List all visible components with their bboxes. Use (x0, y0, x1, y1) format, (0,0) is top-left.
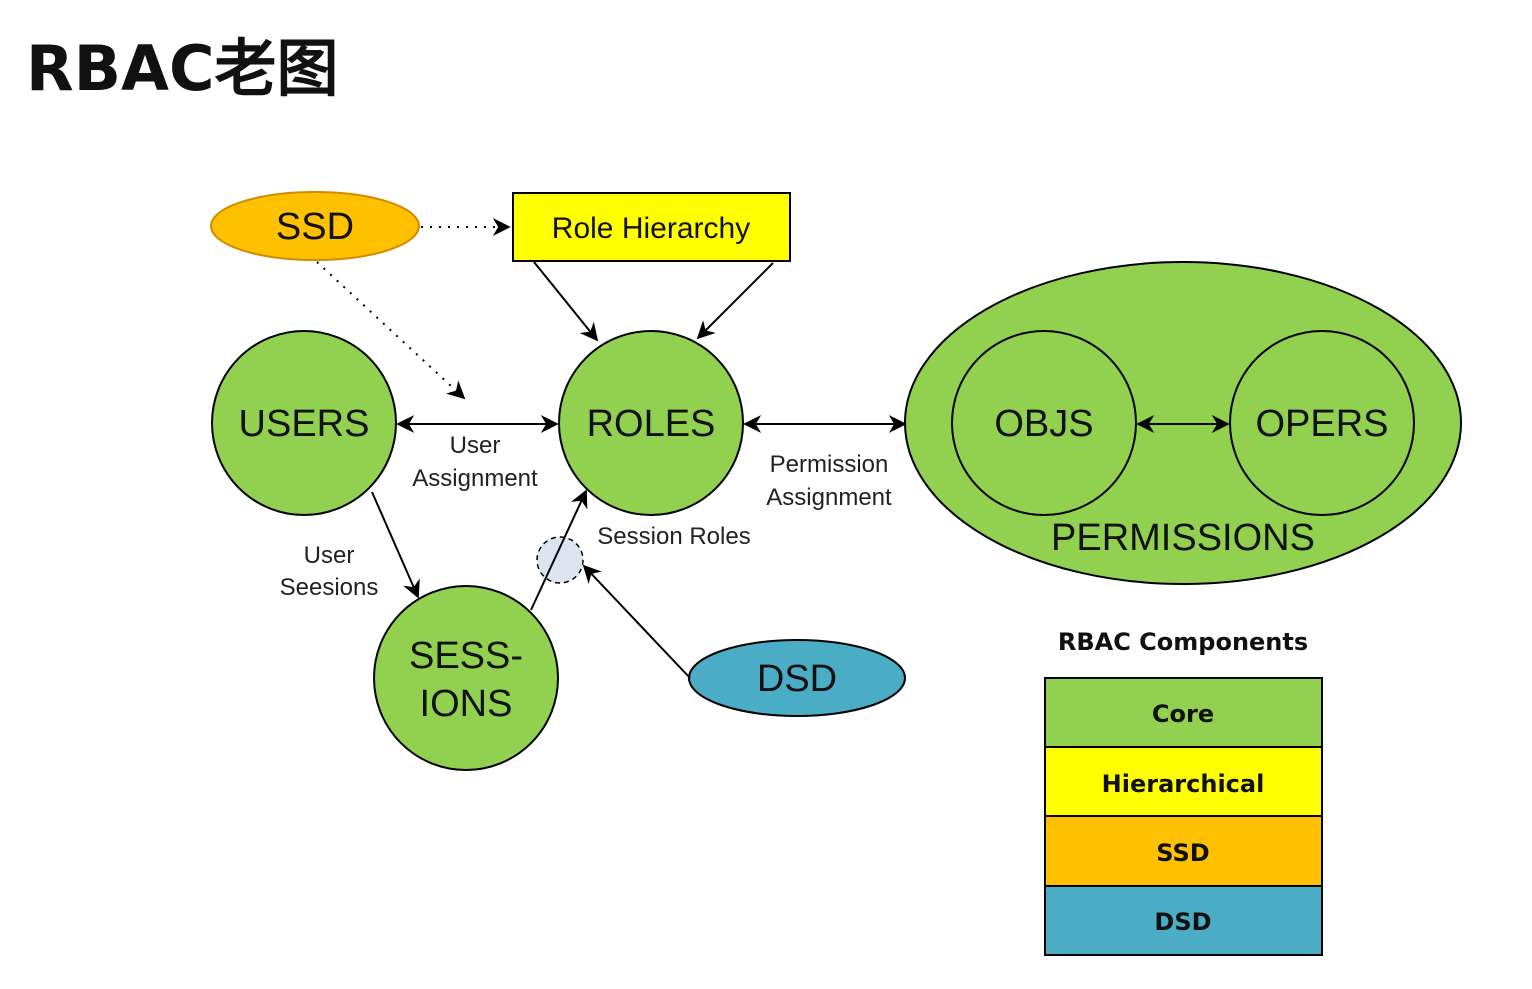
legend-swatch-core (1044, 677, 1323, 748)
user-assignment-label-line2: Assignment (412, 465, 538, 492)
legend-title: RBAC Components (1058, 628, 1308, 656)
session-roles-label: Session Roles (597, 523, 750, 550)
ssd-ellipse (210, 191, 420, 261)
dsd-to-session-roles-edge (582, 564, 691, 679)
role-hierarchy-label: Role Hierarchy (552, 212, 750, 245)
user-assignment-label-line1: User (450, 432, 501, 459)
opers-circle (1229, 330, 1415, 516)
permission-assignment-label-line1: Permission (770, 451, 889, 478)
legend-label-ssd: SSD (1156, 839, 1209, 867)
ssd-to-user-assignment-edge (316, 261, 466, 400)
permissions-label: PERMISSIONS (1051, 517, 1315, 559)
role-hierarchy-to-roles-edge-right (696, 262, 774, 340)
session-roles-edge (530, 489, 588, 611)
user-sessions-edge (371, 491, 420, 599)
sessions-label-line2: IONS (420, 683, 513, 725)
roles-circle (558, 330, 744, 516)
opers-label: OPERS (1255, 403, 1388, 445)
sessions-circle (373, 585, 559, 771)
permission-assignment-label-line2: Assignment (766, 484, 892, 511)
sessions-label-line1: SESS- (409, 635, 523, 677)
page-title: RBAC老图 (26, 32, 339, 105)
users-circle (211, 330, 397, 516)
role-hierarchy-to-roles-edge-left (533, 261, 599, 342)
legend: Core Hierarchical SSD DSD (1044, 677, 1323, 956)
dsd-label: DSD (757, 658, 837, 700)
ssd-label: SSD (276, 206, 354, 248)
objs-circle (951, 330, 1137, 516)
users-label: USERS (239, 403, 370, 445)
legend-label-dsd: DSD (1154, 908, 1211, 936)
session-roles-junction (536, 536, 584, 584)
role-hierarchy-box (512, 192, 791, 262)
roles-label: ROLES (587, 403, 716, 445)
user-sessions-label-line2: Seesions (280, 574, 379, 601)
legend-swatch-dsd (1044, 885, 1323, 956)
user-sessions-label-line1: User (304, 542, 355, 569)
legend-label-core: Core (1152, 700, 1214, 728)
objs-label: OBJS (994, 403, 1093, 445)
legend-label-hierarchical: Hierarchical (1102, 770, 1265, 798)
legend-swatch-hierarchical (1044, 746, 1323, 817)
